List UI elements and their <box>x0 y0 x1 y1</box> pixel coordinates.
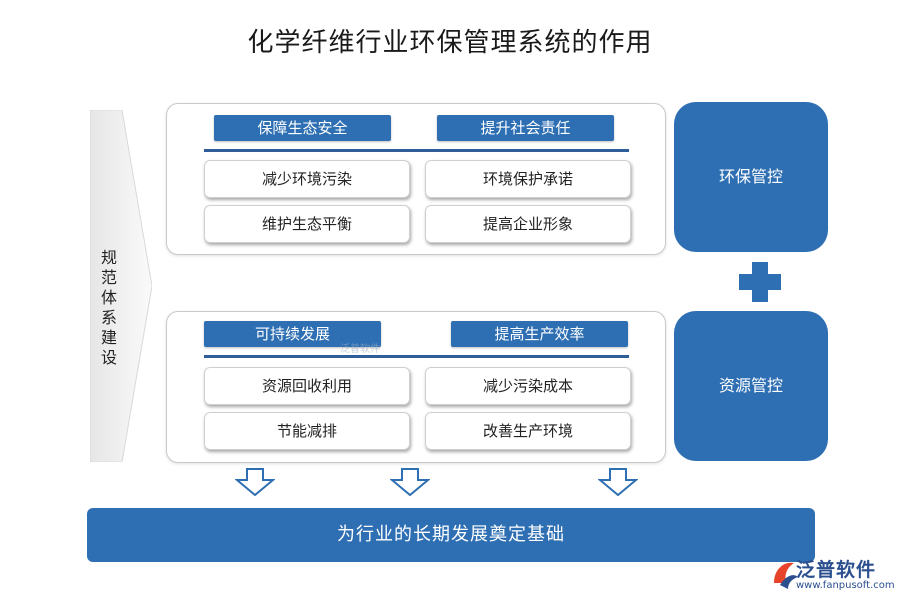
header-ecological-safety: 保障生态安全 <box>214 115 391 141</box>
cell-env-commitment: 环境保护承诺 <box>425 160 631 198</box>
top-divider <box>204 149 629 152</box>
down-arrow-icon <box>598 468 638 496</box>
cell-reduce-pollution-cost: 减少污染成本 <box>425 367 631 405</box>
down-arrow-icon <box>390 468 430 496</box>
cell-corporate-image: 提高企业形象 <box>425 205 631 243</box>
cell-energy-saving: 节能减排 <box>204 412 410 450</box>
plus-icon <box>739 262 781 302</box>
bottom-divider <box>204 355 629 358</box>
foundation-bar: 为行业的长期发展奠定基础 <box>87 508 815 562</box>
bottom-panel: 可持续发展 提高生产效率 资源回收利用 减少污染成本 节能减排 改善生产环境 <box>166 311 666 463</box>
box-resource-control: 资源管控 <box>674 311 828 461</box>
header-production-efficiency: 提高生产效率 <box>451 321 628 347</box>
header-sustainable-development: 可持续发展 <box>204 321 381 347</box>
page-title: 化学纤维行业环保管理系统的作用 <box>247 28 653 58</box>
down-arrow-icon <box>235 468 275 496</box>
logo-url: www.fanpusoft.com <box>796 580 895 591</box>
cell-resource-recycling: 资源回收利用 <box>204 367 410 405</box>
fanpu-logo-icon <box>774 562 798 589</box>
right-arrow-icon <box>90 110 152 462</box>
side-label: 规范体系建设 <box>100 248 117 367</box>
box-env-control: 环保管控 <box>674 102 828 252</box>
top-panel: 保障生态安全 提升社会责任 减少环境污染 环境保护承诺 维护生态平衡 提高企业形… <box>166 103 666 255</box>
header-social-responsibility: 提升社会责任 <box>437 115 614 141</box>
logo-text: 泛普软件 <box>796 559 877 581</box>
cell-improve-environment: 改善生产环境 <box>425 412 631 450</box>
cell-reduce-pollution: 减少环境污染 <box>204 160 410 198</box>
center-watermark: 泛普软件 <box>340 344 380 355</box>
cell-ecological-balance: 维护生态平衡 <box>204 205 410 243</box>
